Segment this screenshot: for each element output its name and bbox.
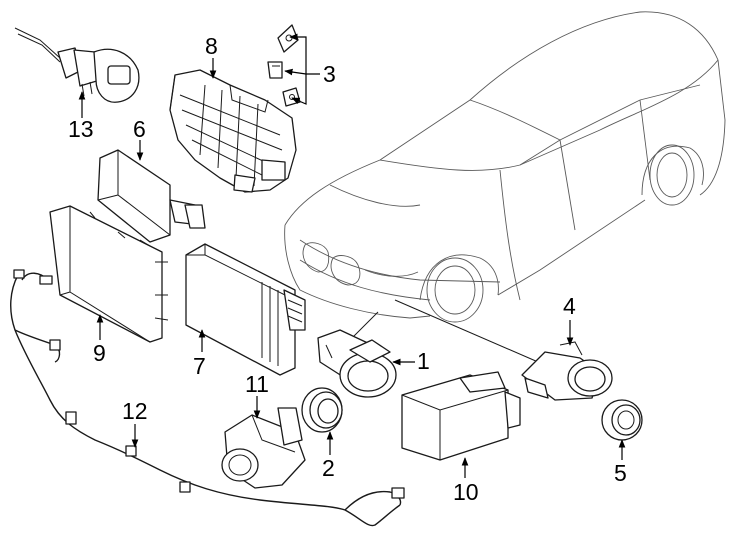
leader-arrows bbox=[78, 33, 626, 478]
callout-6: 6 bbox=[133, 116, 146, 142]
callout-2: 2 bbox=[322, 455, 335, 481]
callout-11: 11 bbox=[245, 371, 269, 397]
callout-12: 12 bbox=[122, 398, 148, 424]
part-1-park-sensor bbox=[317, 329, 397, 398]
part-10-module-box bbox=[401, 371, 521, 461]
part-8-bracket bbox=[169, 69, 297, 193]
callout-4: 4 bbox=[563, 293, 576, 319]
callout-13: 13 bbox=[68, 116, 94, 142]
callout-9: 9 bbox=[93, 340, 106, 366]
part-12-harness bbox=[10, 269, 405, 527]
part-2-ring bbox=[301, 387, 343, 433]
part-5-ring bbox=[601, 399, 643, 441]
callout-8: 8 bbox=[205, 33, 218, 59]
part-6-radar-sensor bbox=[97, 149, 206, 243]
part-9-cover bbox=[49, 205, 169, 343]
part-7-control-module bbox=[185, 243, 306, 376]
callout-5: 5 bbox=[614, 460, 627, 486]
callout-7: 7 bbox=[193, 353, 206, 379]
part-4-park-sensor bbox=[521, 341, 613, 401]
callout-1: 1 bbox=[417, 348, 430, 374]
part-13-sensor bbox=[14, 27, 140, 103]
vehicle-outline bbox=[284, 11, 726, 366]
callout-3: 3 bbox=[323, 61, 336, 87]
callout-10: 10 bbox=[453, 479, 479, 505]
part-11-camera bbox=[221, 407, 306, 489]
